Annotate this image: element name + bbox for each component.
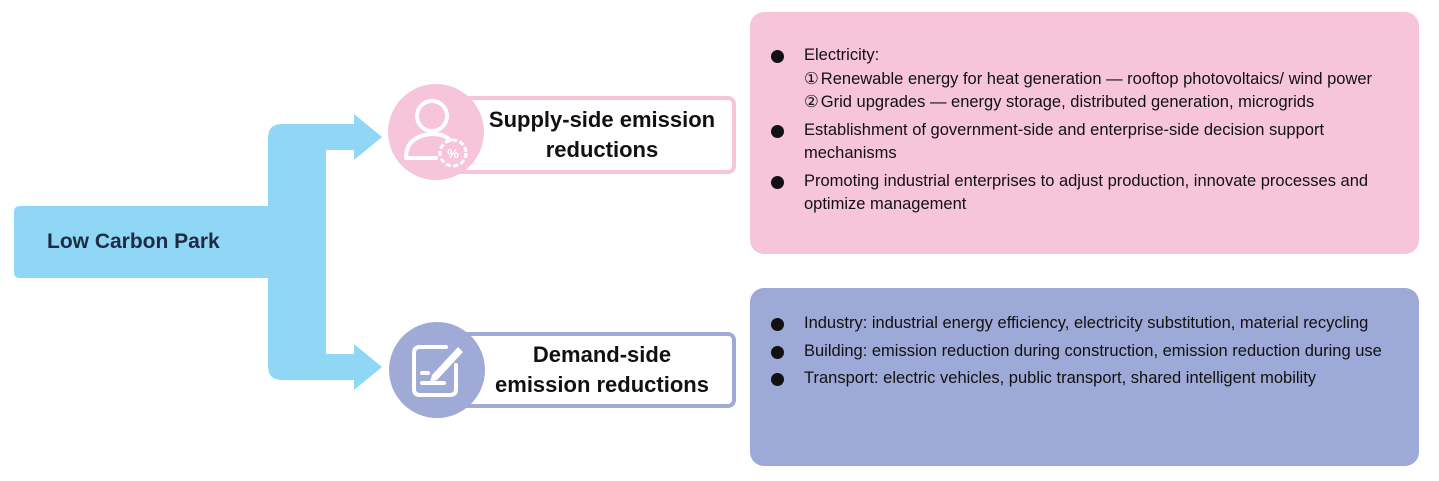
branch-trunk [268, 124, 356, 380]
list-item: Promoting industrial enterprises to adju… [750, 170, 1409, 217]
sub-item-number: ① [804, 69, 819, 88]
root-node-label: Low Carbon Park [47, 230, 220, 253]
root-box-shape [14, 206, 268, 278]
person-percent-icon: % [388, 84, 484, 180]
bullet-dot [771, 318, 784, 331]
list-item: Industry: industrial energy efficiency, … [750, 312, 1409, 336]
sub-item-text: Grid upgrades — energy storage, distribu… [820, 93, 1315, 111]
branch-supply-title-line-2: reductions [545, 137, 659, 162]
demand-details-panel: Industry: industrial energy efficiency, … [750, 288, 1419, 466]
bullet-dot [771, 175, 784, 189]
item-text: Establishment of government-side and ent… [804, 120, 1325, 163]
bullet-dot [771, 50, 784, 63]
bullet-dot [771, 373, 784, 386]
item-text: Building: emission reduction during cons… [804, 341, 1382, 360]
sub-item-text: Renewable energy for heat generation — r… [820, 69, 1373, 88]
branch-supply-title-line-1: Supply-side emission [488, 107, 716, 132]
bullet-dot [771, 345, 784, 359]
bullet-dot [771, 124, 784, 138]
svg-text:%: % [447, 146, 459, 161]
item-text: Transport: electric vehicles, public tra… [804, 369, 1317, 387]
list-item: Building: emission reduction during cons… [750, 340, 1409, 364]
arrow-head-demand [354, 344, 382, 390]
list-item: Establishment of government-side and ent… [750, 119, 1409, 166]
arrow-head-supply [354, 114, 382, 160]
item-text: Industry: industrial energy efficiency, … [804, 314, 1369, 332]
branch-demand-title-line-1: Demand-side [532, 342, 672, 367]
sub-item-number: ② [804, 93, 819, 111]
item-text: Electricity: [804, 46, 880, 64]
item-text: Promoting industrial enterprises to adju… [804, 171, 1369, 214]
list-item: Transport: electric vehicles, public tra… [750, 367, 1409, 391]
branch-demand-title-line-2: emission reductions [495, 372, 709, 397]
edit-document-icon [389, 322, 485, 418]
